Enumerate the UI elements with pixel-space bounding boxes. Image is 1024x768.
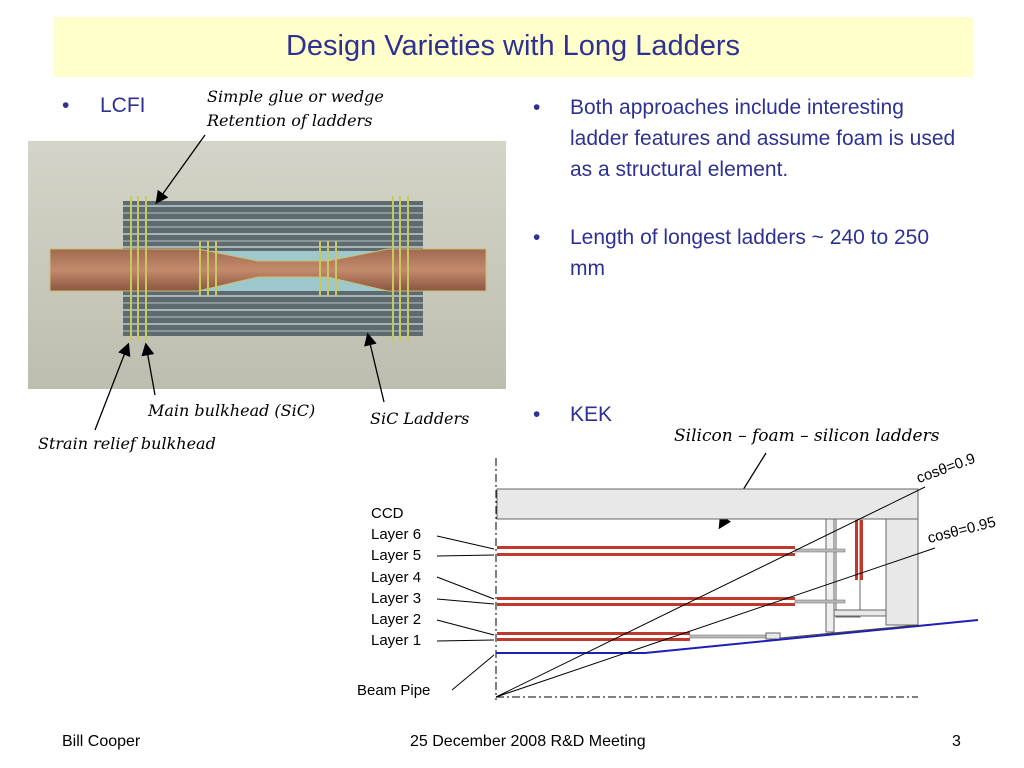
lower-ladder-stack: [123, 291, 423, 336]
footer-meeting: 25 December 2008 R&D Meeting: [410, 733, 646, 750]
kek-label: KEK: [570, 403, 613, 426]
bullet-dot: •: [533, 403, 541, 426]
label-layer-4: Layer 4: [371, 569, 422, 586]
strain-relief-arrow: [94, 342, 131, 431]
bullet-dot: •: [62, 94, 70, 117]
sic-ladders-annotation: SiC Ladders: [370, 409, 470, 428]
right-bullet-2-text: Length of longest ladders ~ 240 to 250 m…: [570, 226, 930, 280]
lower-support: [833, 609, 887, 617]
label-layer-2: Layer 2: [371, 611, 422, 628]
right-bullet-1-text: Both approaches include interesting ladd…: [570, 96, 956, 181]
footer-author: Bill Cooper: [62, 733, 141, 750]
glue-annotation: Simple glue or wedge: [207, 87, 384, 106]
small-block: [765, 632, 781, 640]
lcfi-beam-pipe: [49, 248, 487, 292]
top-support: [496, 488, 919, 520]
label-leaders: [436, 535, 495, 691]
right-bullet-1: • Both approaches include interesting la…: [533, 92, 963, 185]
kek-bullet: • KEK: [533, 399, 733, 430]
sic-ladders-arrow: [364, 332, 385, 403]
end-flange: [825, 518, 835, 633]
title-bar: Design Varieties with Long Ladders: [53, 17, 973, 77]
main-bulkhead-annotation: Main bulkhead (SiC): [148, 401, 316, 420]
upper-ladder-stack: [123, 201, 423, 251]
lcfi-bullet: • LCFI: [62, 90, 182, 121]
glue-arrow: [155, 134, 206, 205]
beam-pipe-lower: [779, 624, 919, 639]
kek-annotation: Silicon – foam – silicon ladders: [674, 426, 940, 446]
footer-page-number: 3: [952, 733, 961, 750]
main-bulkhead-arrow: [141, 342, 156, 396]
ladder-layer-34: [497, 597, 846, 606]
vertical-ladder: [855, 520, 858, 580]
label-layer-3: Layer 3: [371, 590, 422, 607]
vertical-ladder-2: [860, 520, 863, 580]
right-bullet-2: • Length of longest ladders ~ 240 to 250…: [533, 222, 963, 284]
bullet-dot: •: [533, 226, 541, 249]
kek-beam-pipe: [496, 619, 979, 654]
bulkheads: [130, 196, 409, 341]
lcfi-label: LCFI: [100, 94, 146, 117]
label-ccd: CCD: [371, 505, 404, 522]
bullet-dot: •: [533, 96, 541, 119]
ladder-layer-56: [497, 546, 846, 556]
cos095-line: [495, 547, 936, 698]
lcfi-render: [28, 141, 506, 389]
label-layer-5: Layer 5: [371, 547, 422, 564]
lcfi-arrows: [94, 134, 385, 431]
retention-annotation: Retention of ladders: [207, 111, 373, 130]
ladder-layer-12: [497, 632, 781, 641]
slide-title: Design Varieties with Long Ladders: [285, 30, 741, 62]
label-beam-pipe: Beam Pipe: [357, 682, 431, 699]
label-layer-1: Layer 1: [371, 632, 422, 649]
label-layer-6: Layer 6: [371, 526, 422, 543]
cos09-line: [495, 486, 926, 698]
end-support: [885, 518, 919, 626]
kek-diagram: [436, 452, 979, 700]
strain-relief-annotation: Strain relief bulkhead: [38, 434, 216, 453]
